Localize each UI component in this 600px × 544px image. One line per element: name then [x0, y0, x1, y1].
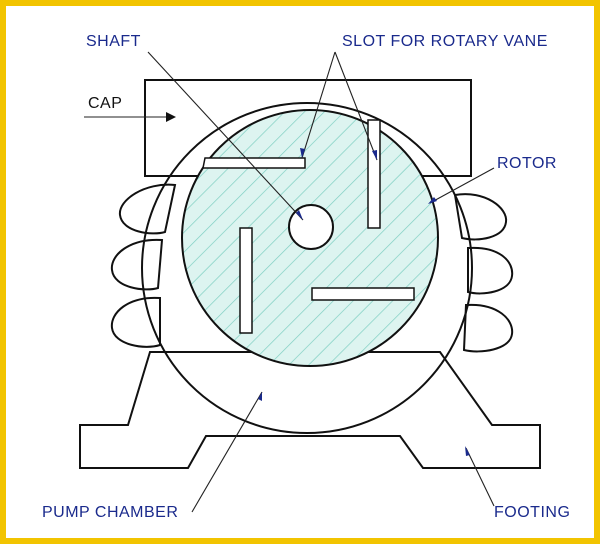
label-slot: SLOT FOR ROTARY VANE [342, 33, 548, 50]
label-rotor: ROTOR [497, 155, 557, 172]
vane-slot-top [202, 157, 306, 169]
footing-base [79, 351, 541, 469]
label-pump-chamber: PUMP CHAMBER [42, 504, 178, 521]
vane-slot-bottom [311, 287, 415, 301]
vane-slot-right [367, 119, 381, 229]
leader-lines [84, 51, 495, 513]
vane-slots [202, 119, 415, 334]
pump-chamber [141, 102, 473, 434]
vane-slot-left [239, 227, 253, 334]
cooling-fins-right [453, 193, 514, 353]
label-footing: FOOTING [494, 504, 570, 521]
label-shaft: SHAFT [86, 33, 141, 50]
cooling-fins-left [110, 183, 177, 348]
label-cap: CAP [88, 95, 122, 112]
